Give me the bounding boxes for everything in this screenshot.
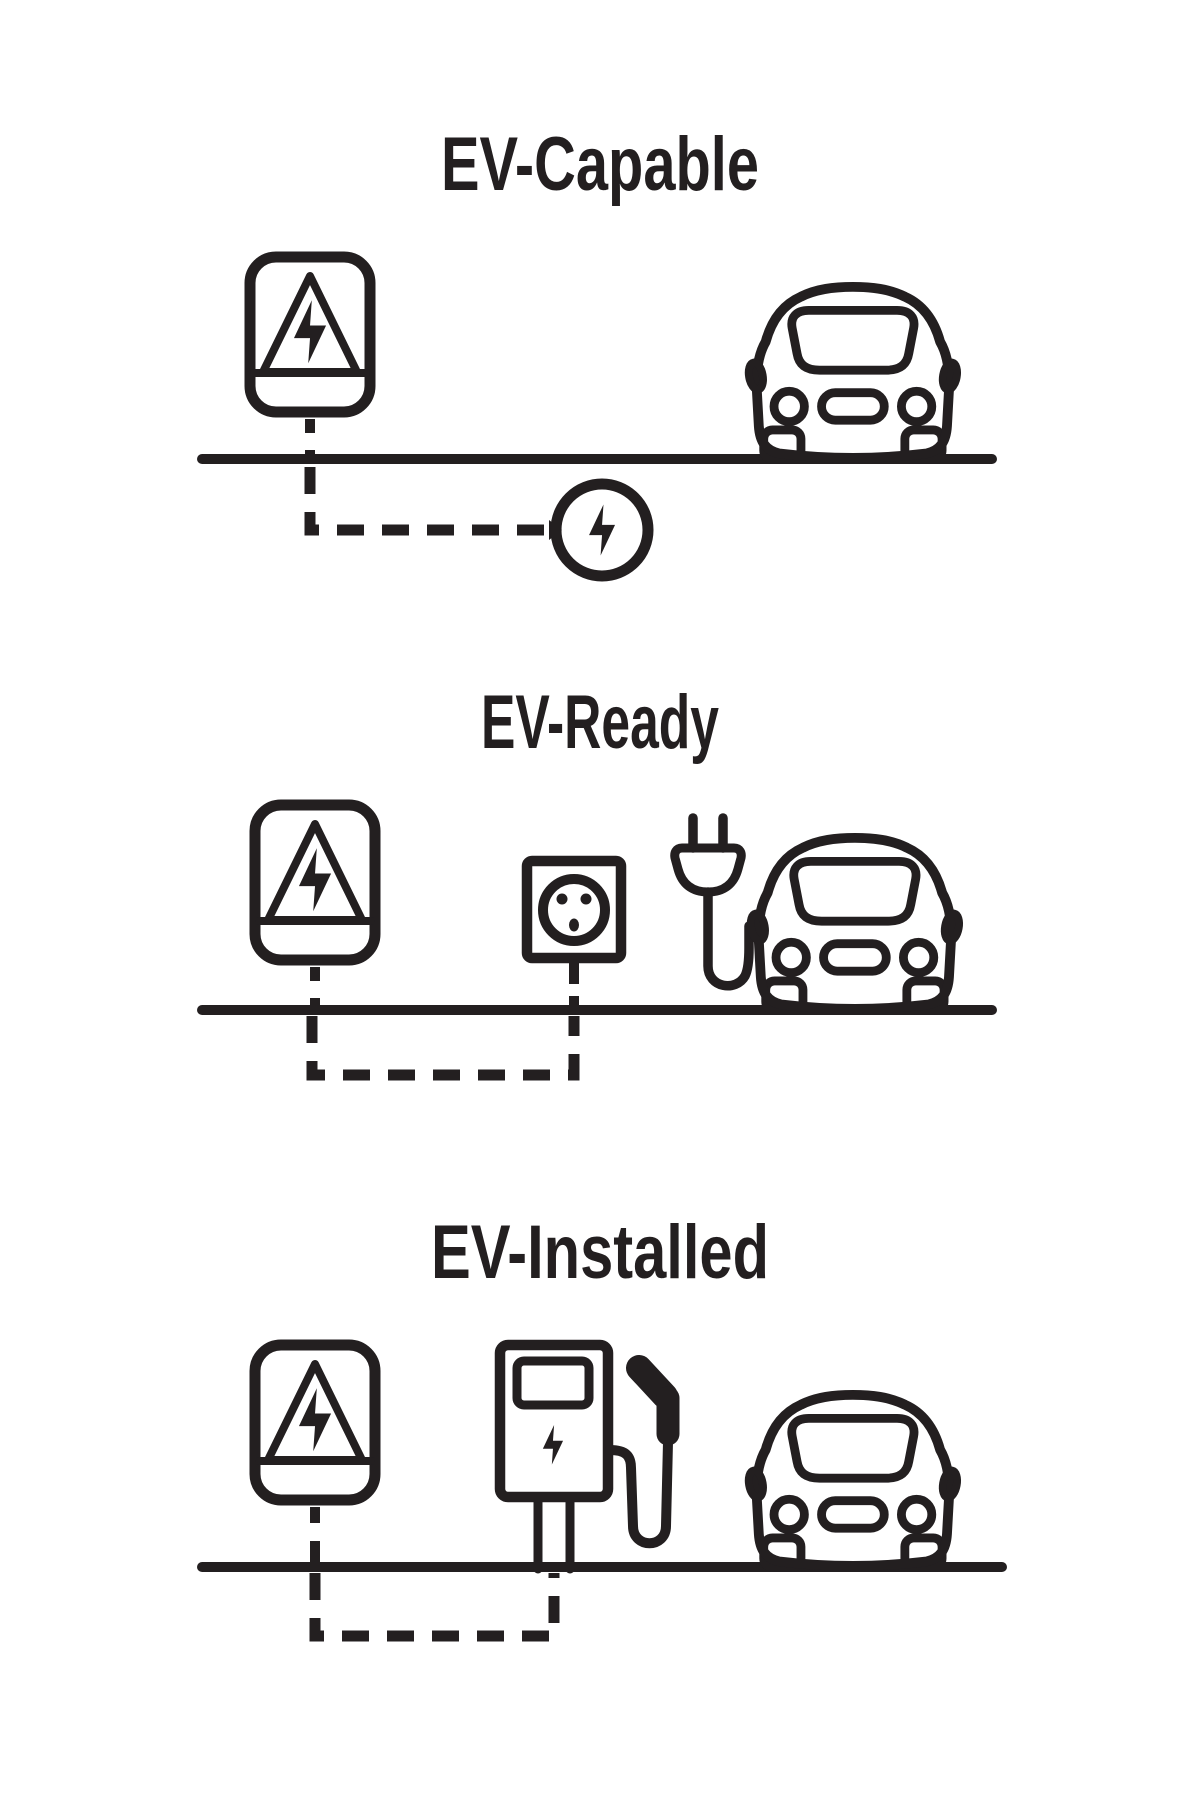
ev-charger-icon bbox=[494, 1339, 680, 1574]
electrical-panel-icon bbox=[250, 257, 370, 412]
outlet-hole bbox=[580, 893, 592, 905]
ev-installed-title: EV-Installed bbox=[431, 1210, 769, 1295]
electrical-panel-icon bbox=[255, 805, 375, 960]
car-icon bbox=[749, 838, 961, 1010]
charging-cord bbox=[703, 887, 754, 991]
section-ev-capable: EV-Capable bbox=[197, 122, 997, 582]
charger-cable bbox=[605, 1437, 673, 1549]
underground-conduit-dashed bbox=[306, 1016, 580, 1081]
car-icon bbox=[747, 1395, 959, 1567]
section-ev-installed: EV-Installed bbox=[197, 1210, 1007, 1642]
underground-conduit-dashed bbox=[304, 467, 552, 536]
outlet-icon bbox=[521, 855, 627, 1008]
electrical-capacity-circle-bolt-icon bbox=[549, 478, 654, 582]
lightning-bolt-icon bbox=[542, 1424, 564, 1465]
lightning-bolt-icon bbox=[589, 504, 616, 556]
outlet-hole bbox=[569, 918, 579, 932]
charger-cabinet bbox=[494, 1339, 614, 1503]
plug-icon bbox=[670, 813, 754, 991]
charger-screen bbox=[512, 1356, 594, 1410]
car-icon bbox=[747, 287, 959, 459]
charger-handle-icon bbox=[626, 1355, 680, 1446]
outlet-hole bbox=[556, 893, 568, 905]
section-ev-ready: EV-Ready bbox=[197, 680, 997, 1081]
ev-ready-title: EV-Ready bbox=[481, 680, 719, 765]
ev-capable-title: EV-Capable bbox=[441, 122, 759, 207]
underground-conduit-dashed bbox=[309, 1573, 560, 1642]
electrical-panel-icon bbox=[255, 1345, 375, 1500]
